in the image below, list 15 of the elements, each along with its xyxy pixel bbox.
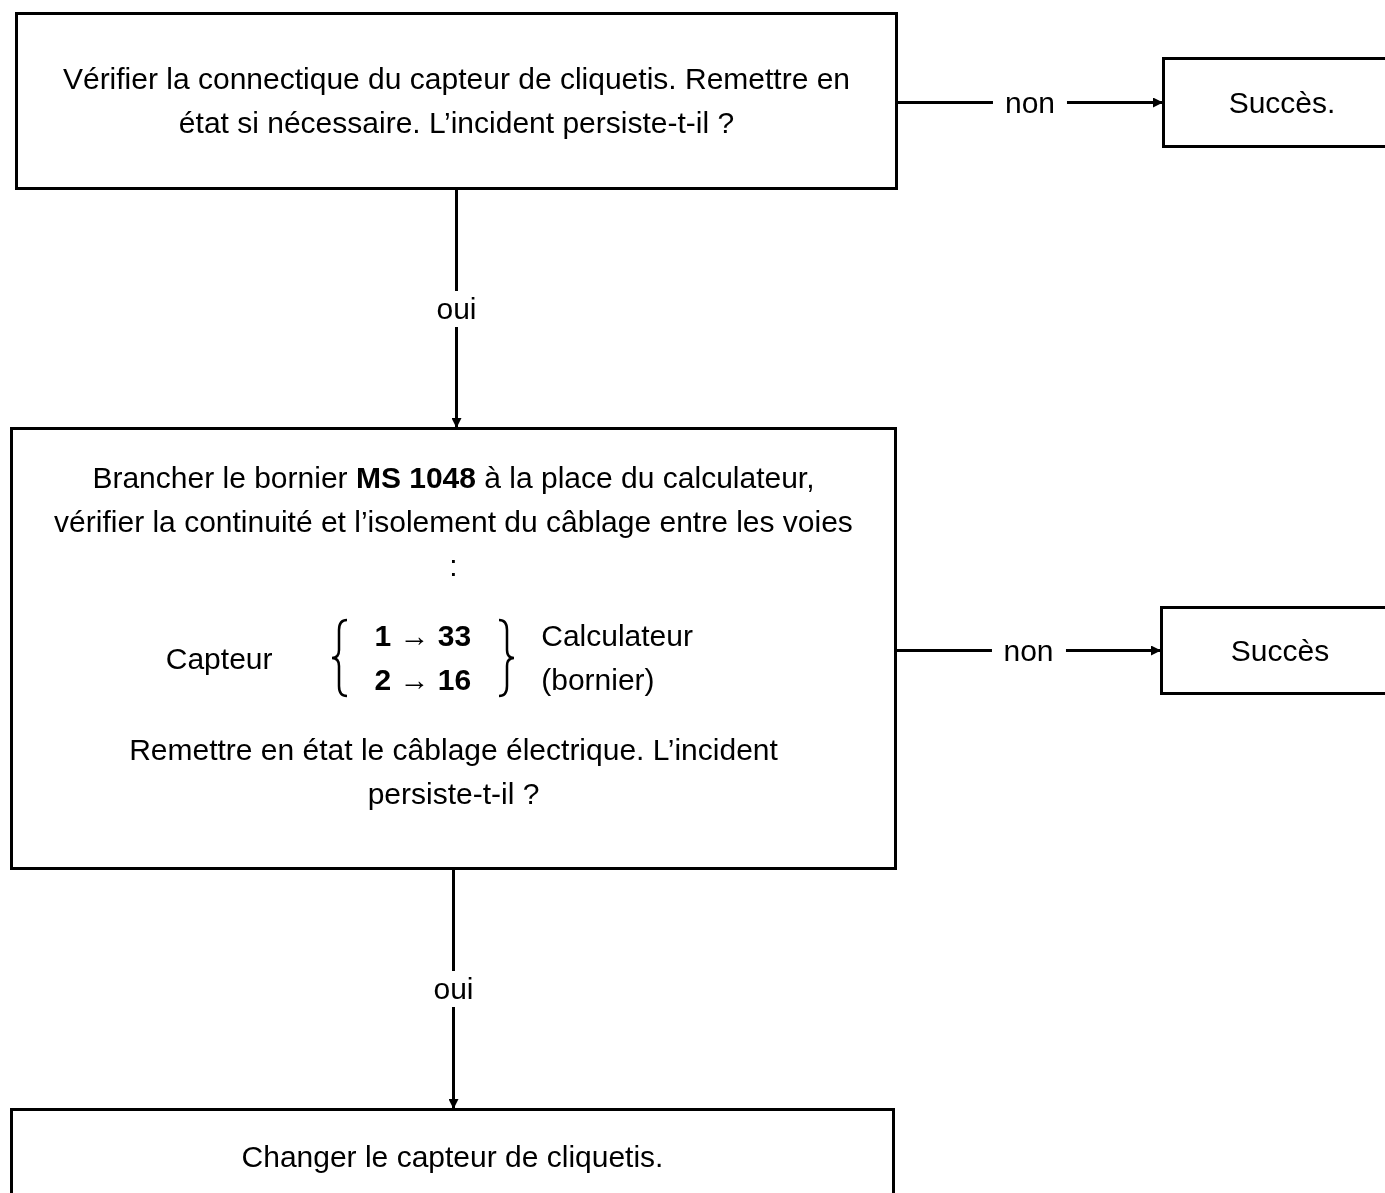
step-text: Succès. bbox=[1227, 84, 1337, 121]
ecu-label: Calculateur (bornier) bbox=[541, 618, 694, 698]
process-box bbox=[1162, 57, 1385, 148]
pin-mapping: 2 → 16 bbox=[374, 662, 472, 698]
step-text: Changer le capteur de cliquetis. bbox=[240, 1139, 665, 1175]
question-text: Remettre en état le câblage électrique. L’incident persiste-t-il ? bbox=[128, 732, 779, 812]
instruction-text: Brancher le bornier MS 1048 à la place du calculateur, vérifier la continuité et l’isolement du câblage entre les voies : bbox=[53, 460, 854, 584]
process-box bbox=[1160, 606, 1385, 695]
process-box bbox=[10, 1108, 895, 1193]
step-text: Succès bbox=[1229, 632, 1331, 669]
sensor-label: Capteur bbox=[165, 640, 273, 677]
step-text: Vérifier la connectique du capteur de cliquetis. Remettre en état si nécessaire. L’incident persiste-t-il ? bbox=[61, 61, 852, 141]
process-box bbox=[15, 12, 898, 190]
pin-mapping: 1 → 33 bbox=[374, 618, 472, 654]
process-box bbox=[10, 427, 897, 870]
